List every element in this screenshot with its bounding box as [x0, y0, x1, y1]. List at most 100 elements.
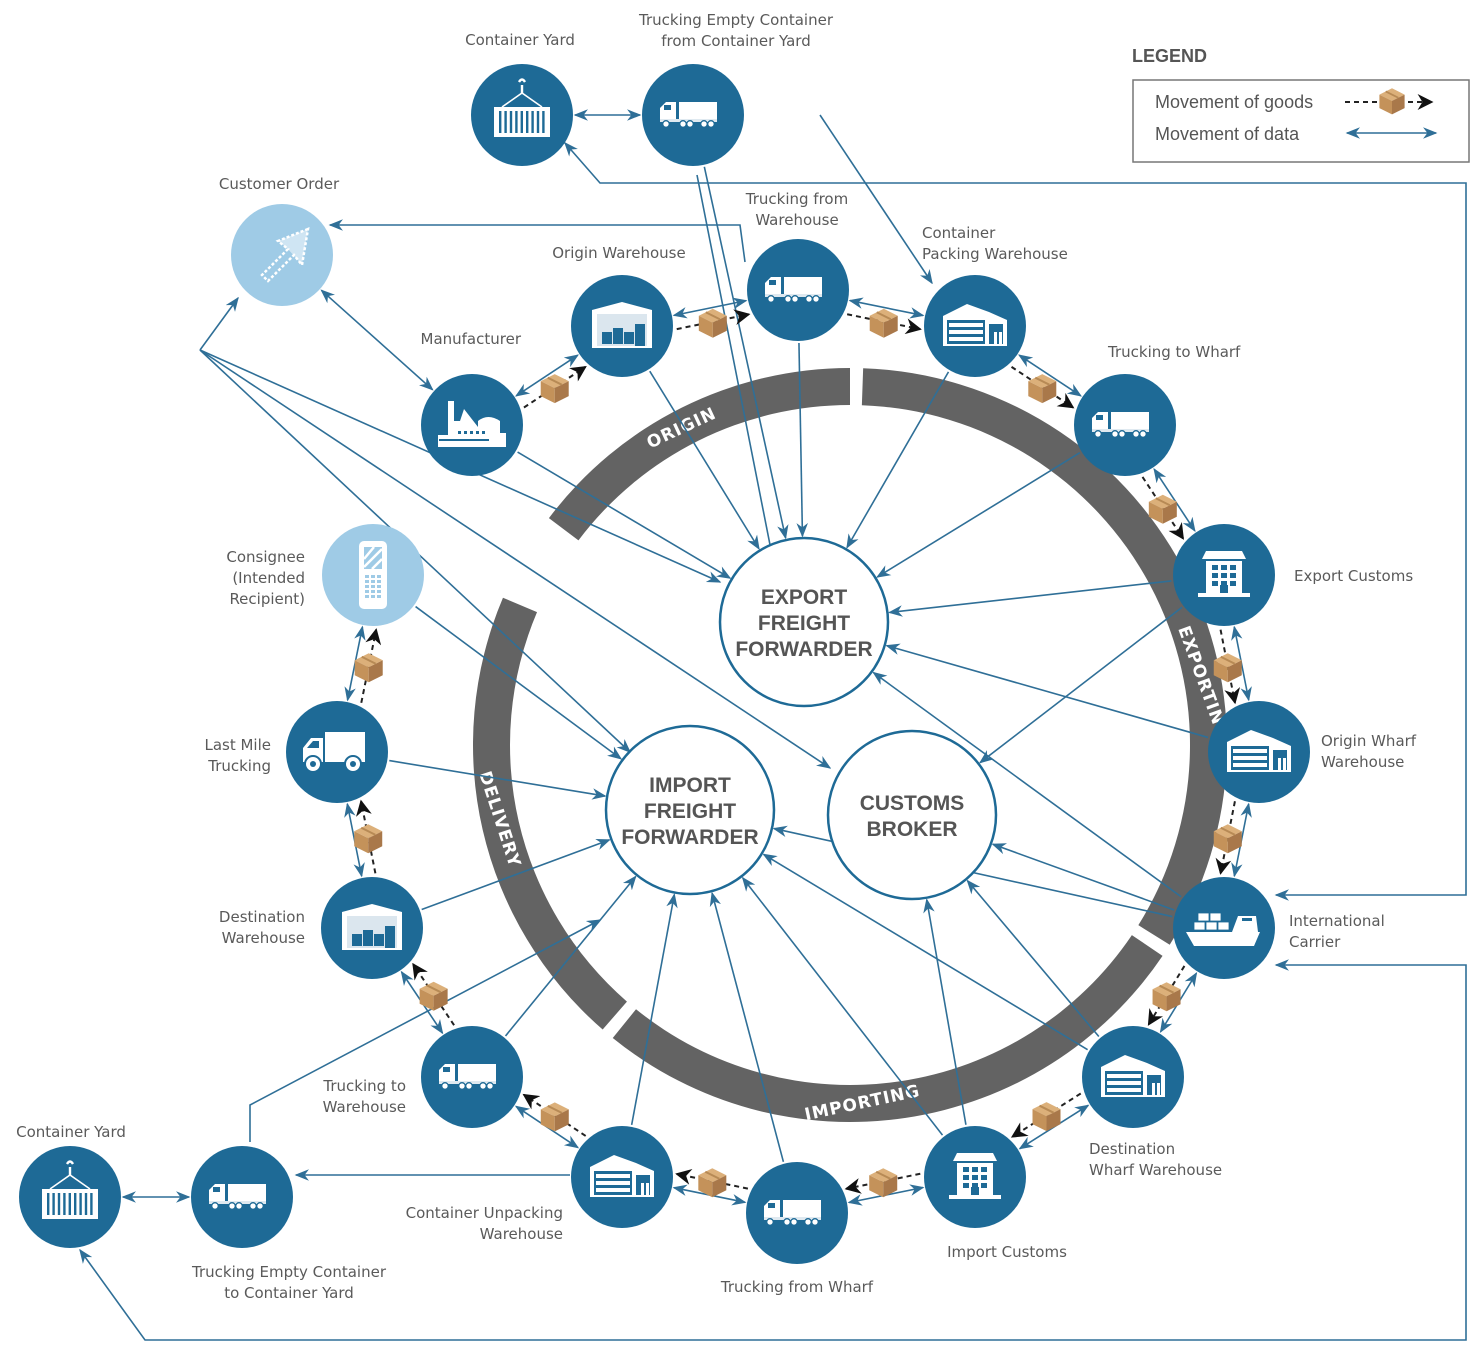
node-label: International — [1289, 912, 1385, 930]
node-label: Last Mile — [204, 736, 271, 754]
node-customer-order[interactable]: Customer Order — [219, 175, 340, 306]
goods-link — [675, 1167, 749, 1199]
node-label: Warehouse — [323, 1098, 406, 1116]
node-import-customs[interactable]: Import Customs — [924, 1126, 1067, 1261]
truck-icon — [764, 1200, 821, 1226]
package-box-icon — [353, 652, 384, 684]
node-trucking-to-wharf[interactable]: Trucking to Wharf — [1074, 343, 1241, 476]
package-box-icon — [539, 373, 570, 405]
node-label: Customer Order — [219, 175, 340, 193]
hub-label-line: BROKER — [866, 818, 957, 841]
package-box-icon — [1031, 1101, 1062, 1133]
goods-link — [522, 1093, 587, 1137]
node-label: Trucking Empty Container — [638, 11, 834, 29]
hub-label-line: EXPORT — [761, 586, 848, 609]
node-label: (Intended — [232, 569, 305, 587]
hub-label-line: CUSTOMS — [860, 792, 965, 815]
data-link-export-customs-customs-broker — [979, 606, 1183, 764]
package-box-icon — [697, 307, 728, 339]
goods-link — [846, 307, 922, 339]
node-container-yard-bottom[interactable]: Container Yard — [16, 1123, 126, 1248]
package-box-icon — [868, 307, 899, 339]
node-label: Recipient) — [229, 590, 305, 608]
warehouse-boxes-icon — [592, 302, 652, 348]
node-manufacturer[interactable]: Manufacturer — [421, 330, 524, 476]
node-label: Container — [922, 224, 996, 242]
package-box-icon — [1212, 823, 1243, 855]
node-label: Destination — [1089, 1140, 1175, 1158]
goods-flow-lines — [353, 307, 1243, 1199]
data-link-trucking-from-wharf-import-ff — [709, 891, 785, 1162]
goods-link — [676, 307, 751, 339]
goods-link — [523, 365, 587, 409]
node-label: Warehouse — [755, 211, 838, 229]
routed-link-9 — [249, 919, 602, 1142]
goods-link — [353, 628, 384, 704]
legend-box — [1132, 79, 1470, 163]
legend-title: LEGEND — [1132, 46, 1207, 66]
node-trucking-empty-from-yard[interactable]: Trucking Empty Container from Container Y… — [638, 11, 834, 166]
data-link-trucking-to-wharf-export-ff — [876, 452, 1081, 578]
warehouse-boxes-icon — [342, 904, 402, 950]
handheld-scanner-icon — [359, 541, 387, 609]
node-label: Packing Warehouse — [922, 245, 1068, 263]
routed-link-1 — [79, 959, 1467, 1341]
node-trucking-empty-to-yard[interactable]: Trucking Empty Container to Container Yar… — [191, 1146, 387, 1302]
goods-link — [412, 962, 455, 1026]
node-label: Container Yard — [465, 31, 575, 49]
node-label: Trucking Empty Container — [191, 1263, 387, 1281]
package-box-icon — [1027, 373, 1058, 405]
truck-icon — [209, 1184, 266, 1210]
hub-label-line: IMPORT — [649, 774, 731, 797]
node-label: to Container Yard — [224, 1284, 354, 1302]
cursor-click-icon — [260, 227, 310, 283]
hub-label-line: FREIGHT — [644, 800, 736, 823]
warehouse-racks-icon — [943, 304, 1007, 346]
goods-link — [844, 1167, 921, 1199]
warehouse-racks-icon — [1227, 730, 1291, 772]
warehouse-racks-icon — [590, 1155, 654, 1197]
node-label: Trucking — [207, 757, 271, 775]
truck-icon — [1092, 412, 1149, 438]
truck-icon — [765, 277, 822, 303]
package-box-icon — [1147, 493, 1178, 525]
node-export-customs[interactable]: Export Customs — [1173, 524, 1413, 626]
legend-data-label: Movement of data — [1155, 124, 1300, 144]
container-crane-icon — [494, 78, 550, 137]
routed-link-3 — [199, 296, 239, 351]
box-truck-icon — [303, 732, 365, 773]
container-crane-icon — [42, 1160, 98, 1219]
routed-link-7 — [328, 219, 746, 263]
package-box-icon — [539, 1101, 570, 1133]
customs-building-icon — [949, 1153, 1001, 1199]
node-trucking-from-wharf[interactable]: Trucking from Wharf — [720, 1162, 874, 1296]
data-link-origin-wharf-warehouse-export-ff — [885, 643, 1209, 739]
hub-import-ff[interactable]: IMPORT FREIGHT FORWARDER — [604, 724, 776, 896]
node-origin-warehouse[interactable]: Origin Warehouse — [552, 244, 686, 377]
node-label: Trucking from — [745, 190, 848, 208]
node-label: from Container Yard — [661, 32, 810, 50]
node-label: Wharf Warehouse — [1089, 1161, 1222, 1179]
hub-customs-broker[interactable]: CUSTOMS BROKER — [826, 729, 998, 901]
hub-label-line: FREIGHT — [758, 612, 850, 635]
node-label: Trucking from Wharf — [720, 1278, 874, 1296]
node-container-yard-top[interactable]: Container Yard — [465, 31, 575, 166]
legend: LEGEND Movement of goods Movement of dat… — [1132, 46, 1470, 163]
hub-label-line: FORWARDER — [621, 826, 758, 849]
routed-link-2 — [819, 114, 933, 285]
ring-segment-delivery — [473, 597, 627, 1030]
